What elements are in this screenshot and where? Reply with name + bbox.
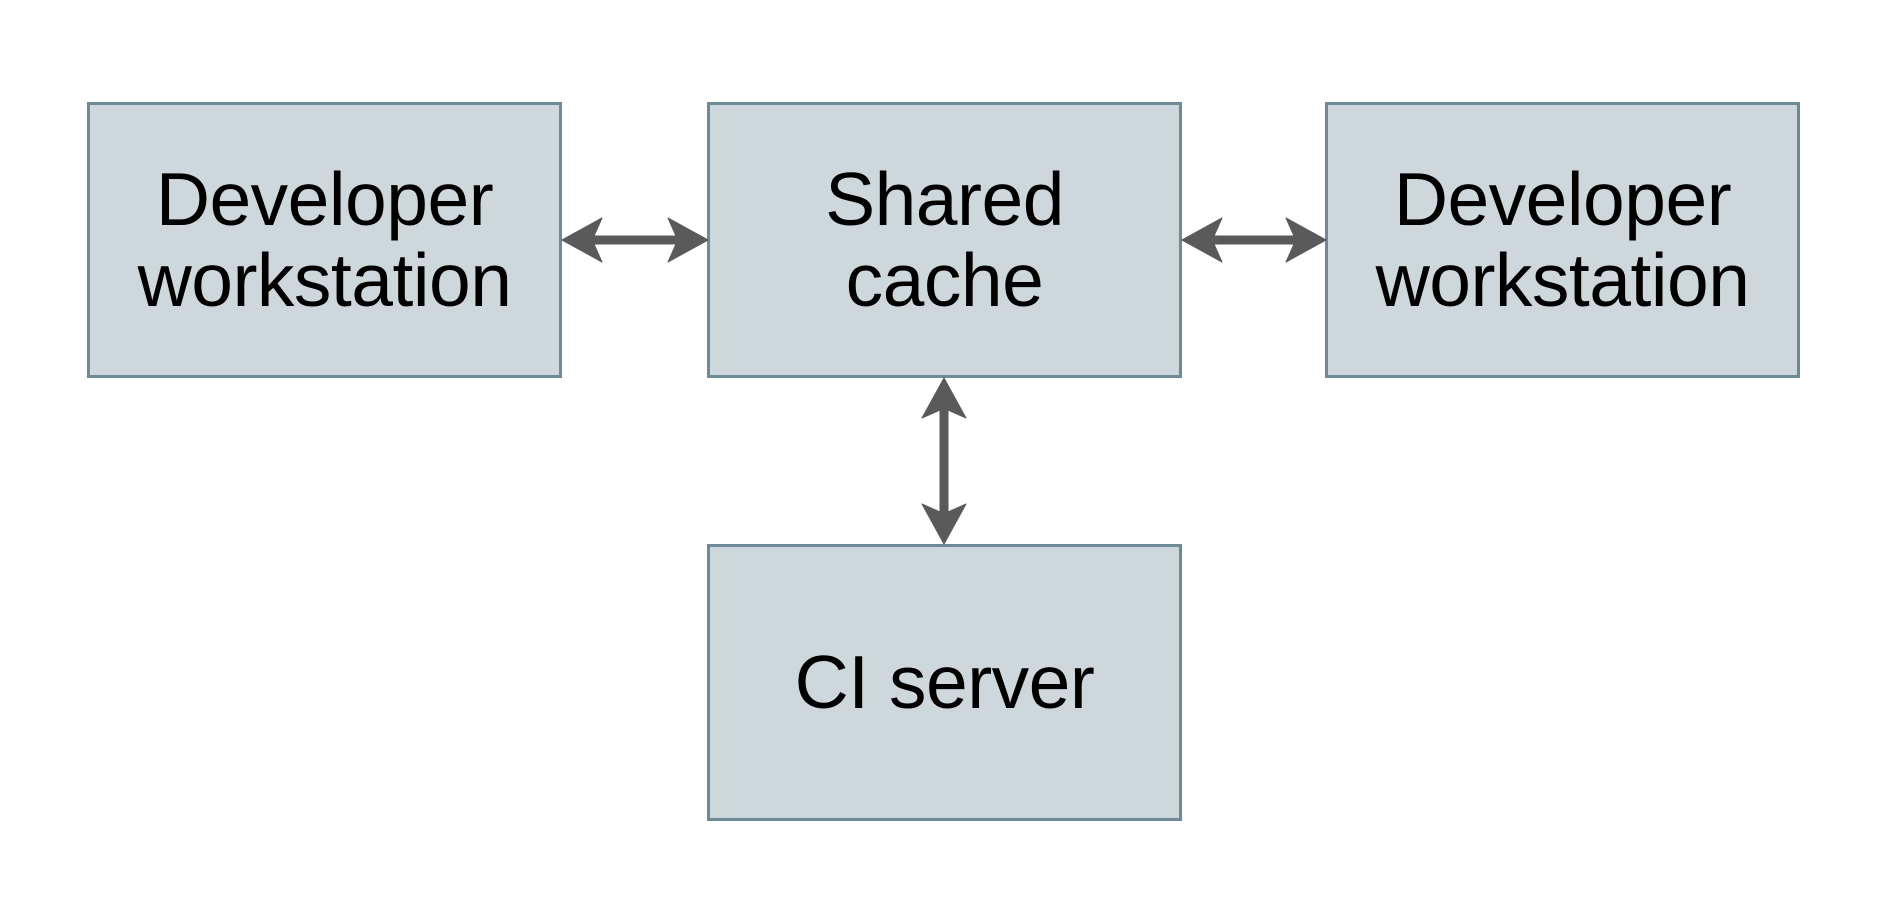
double-arrow-icon xyxy=(1181,217,1327,263)
double-arrow-icon xyxy=(921,377,967,545)
node-shared-cache[interactable]: Shared cache xyxy=(707,102,1182,378)
node-ci-server[interactable]: CI server xyxy=(707,544,1182,821)
edge-developer-left-to-shared-cache[interactable] xyxy=(560,206,710,274)
edge-shared-cache-to-ci-server[interactable] xyxy=(910,376,978,546)
node-label: Developer workstation xyxy=(137,157,512,322)
node-label: Shared cache xyxy=(825,157,1064,322)
double-arrow-icon xyxy=(561,217,709,263)
node-developer-workstation-left[interactable]: Developer workstation xyxy=(87,102,562,378)
node-label: CI server xyxy=(794,640,1095,724)
node-developer-workstation-right[interactable]: Developer workstation xyxy=(1325,102,1800,378)
node-label: Developer workstation xyxy=(1375,157,1750,322)
edge-shared-cache-to-developer-right[interactable] xyxy=(1180,206,1328,274)
